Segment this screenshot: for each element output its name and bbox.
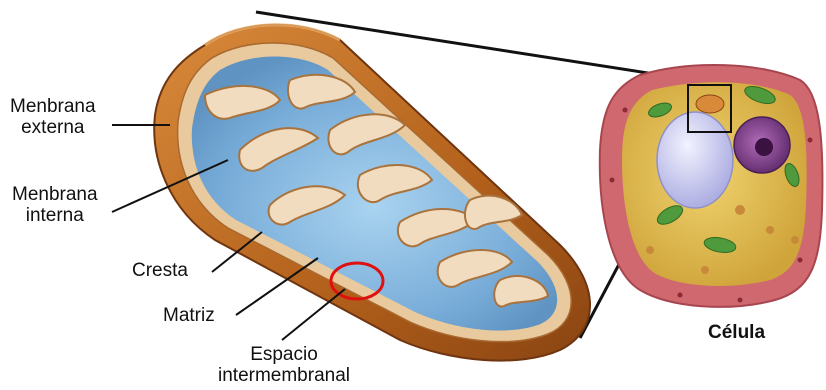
- label-membrana-externa: Menbrana externa: [10, 96, 96, 138]
- label-espacio-intermembranal: Espacio intermembranal: [218, 344, 350, 386]
- label-espacio-line2: intermembranal: [218, 365, 350, 386]
- vacuole-shape: [657, 112, 733, 208]
- label-cresta: Cresta: [132, 260, 188, 281]
- mitochondrion: [154, 25, 590, 361]
- label-celula: Célula: [708, 322, 765, 344]
- label-membrana-interna: Menbrana interna: [12, 184, 98, 226]
- label-membrana-externa-line2: externa: [10, 117, 96, 138]
- label-matriz: Matriz: [163, 305, 215, 326]
- label-espacio-line1: Espacio: [218, 344, 350, 365]
- label-membrana-interna-line2: interna: [12, 205, 98, 226]
- label-membrana-externa-line1: Menbrana: [10, 96, 96, 117]
- label-membrana-interna-line1: Menbrana: [12, 184, 98, 205]
- cell-illustration: [600, 65, 823, 307]
